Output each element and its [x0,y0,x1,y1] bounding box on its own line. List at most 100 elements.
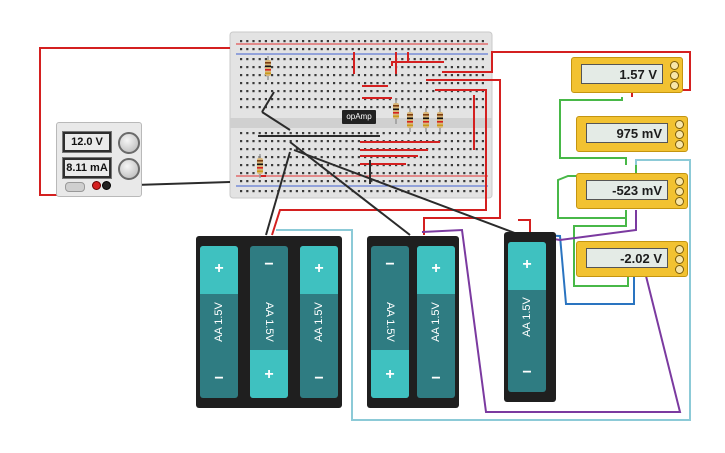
breadboard-hole[interactable] [289,180,292,183]
breadboard-hole[interactable] [432,148,435,151]
breadboard-hole[interactable] [283,98,286,101]
breadboard-hole[interactable] [395,190,398,193]
breadboard-hole[interactable] [457,66,460,69]
breadboard-hole[interactable] [283,190,286,193]
breadboard-hole[interactable] [326,48,329,51]
breadboard-hole[interactable] [240,90,243,93]
breadboard-hole[interactable] [277,148,280,151]
breadboard-hole[interactable] [401,90,404,93]
breadboard-hole[interactable] [308,90,311,93]
breadboard-hole[interactable] [432,90,435,93]
breadboard-hole[interactable] [295,82,298,85]
breadboard-hole[interactable] [271,58,274,61]
breadboard-hole[interactable] [382,106,385,109]
breadboard-hole[interactable] [475,98,478,101]
breadboard-hole[interactable] [339,40,342,43]
breadboard-hole[interactable] [419,48,422,51]
breadboard-hole[interactable] [252,190,255,193]
breadboard-hole[interactable] [333,156,336,159]
breadboard-hole[interactable] [326,140,329,143]
breadboard-hole[interactable] [395,82,398,85]
breadboard-hole[interactable] [258,190,261,193]
breadboard-hole[interactable] [450,74,453,77]
breadboard-hole[interactable] [444,74,447,77]
breadboard-hole[interactable] [258,74,261,77]
breadboard-hole[interactable] [432,48,435,51]
breadboard-hole[interactable] [438,48,441,51]
breadboard-hole[interactable] [382,98,385,101]
breadboard-hole[interactable] [339,106,342,109]
breadboard-hole[interactable] [302,98,305,101]
breadboard-hole[interactable] [388,82,391,85]
breadboard-hole[interactable] [314,148,317,151]
breadboard-hole[interactable] [246,106,249,109]
breadboard-hole[interactable] [457,98,460,101]
breadboard-hole[interactable] [351,58,354,61]
breadboard-hole[interactable] [240,74,243,77]
breadboard-hole[interactable] [457,82,460,85]
breadboard-hole[interactable] [277,82,280,85]
breadboard-hole[interactable] [240,164,243,167]
breadboard-hole[interactable] [345,58,348,61]
resistor-icon[interactable] [393,98,399,124]
breadboard-hole[interactable] [432,58,435,61]
breadboard-hole[interactable] [463,82,466,85]
breadboard-hole[interactable] [264,98,267,101]
breadboard-hole[interactable] [444,172,447,175]
breadboard-hole[interactable] [320,190,323,193]
breadboard-hole[interactable] [246,190,249,193]
breadboard-hole[interactable] [320,140,323,143]
breadboard-hole[interactable] [376,172,379,175]
breadboard-hole[interactable] [320,66,323,69]
breadboard-hole[interactable] [481,172,484,175]
breadboard-hole[interactable] [326,156,329,159]
battery-cell[interactable]: +−AA 1.5V [250,246,288,398]
breadboard-hole[interactable] [357,90,360,93]
breadboard-hole[interactable] [450,156,453,159]
breadboard-hole[interactable] [264,164,267,167]
breadboard-hole[interactable] [326,164,329,167]
breadboard-hole[interactable] [246,164,249,167]
breadboard-hole[interactable] [407,48,410,51]
mode-button-icon[interactable] [675,245,684,254]
breadboard-hole[interactable] [339,140,342,143]
breadboard-hole[interactable] [289,148,292,151]
breadboard-hole[interactable] [432,156,435,159]
breadboard-hole[interactable] [388,164,391,167]
breadboard-hole[interactable] [469,156,472,159]
breadboard-hole[interactable] [240,58,243,61]
breadboard-hole[interactable] [364,98,367,101]
breadboard-hole[interactable] [351,164,354,167]
breadboard-hole[interactable] [283,106,286,109]
breadboard-hole[interactable] [302,172,305,175]
breadboard-hole[interactable] [382,48,385,51]
breadboard-hole[interactable] [463,58,466,61]
breadboard-hole[interactable] [295,156,298,159]
breadboard-hole[interactable] [481,140,484,143]
breadboard-hole[interactable] [382,58,385,61]
breadboard-hole[interactable] [320,148,323,151]
breadboard-hole[interactable] [326,58,329,61]
breadboard-hole[interactable] [295,48,298,51]
breadboard-hole[interactable] [469,82,472,85]
breadboard-hole[interactable] [252,148,255,151]
breadboard-hole[interactable] [264,172,267,175]
breadboard-hole[interactable] [426,66,429,69]
breadboard-hole[interactable] [271,190,274,193]
breadboard-hole[interactable] [419,172,422,175]
breadboard-hole[interactable] [289,82,292,85]
breadboard-hole[interactable] [438,40,441,43]
breadboard-hole[interactable] [419,164,422,167]
breadboard-hole[interactable] [388,172,391,175]
breadboard-hole[interactable] [357,180,360,183]
battery-pack-icon[interactable]: +−AA 1.5V+−AA 1.5V+−AA 1.5V [196,236,342,408]
breadboard-hole[interactable] [271,66,274,69]
battery-cell[interactable]: +−AA 1.5V [417,246,455,398]
breadboard-hole[interactable] [308,82,311,85]
breadboard-hole[interactable] [395,48,398,51]
breadboard-hole[interactable] [401,98,404,101]
breadboard-hole[interactable] [475,132,478,135]
breadboard-hole[interactable] [258,98,261,101]
breadboard-hole[interactable] [320,172,323,175]
breadboard-hole[interactable] [264,140,267,143]
